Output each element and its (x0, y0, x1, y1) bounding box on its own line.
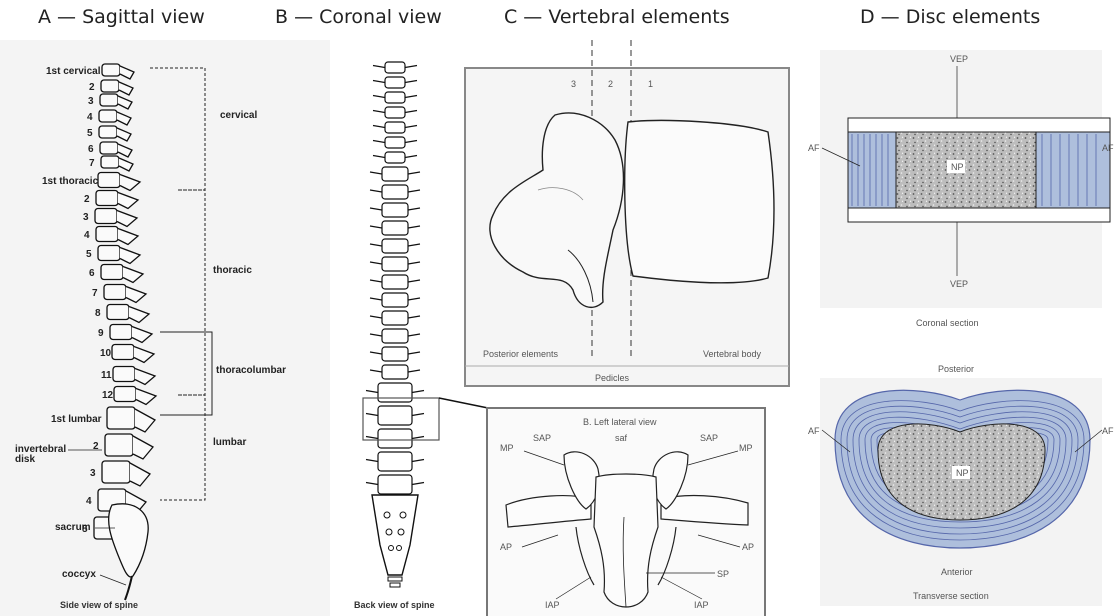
lateral-view-inset: B. Left lateral view SAP SAP MP MP saf T… (486, 407, 766, 616)
iap-right-label: IAP (694, 600, 709, 610)
sap-left-label: SAP (533, 433, 551, 443)
mp-right-label: MP (739, 443, 753, 453)
coronal-np-label: NP (951, 162, 964, 172)
vertebral-elements-diagram: 3 2 1 Posterior elements Vertebral body … (463, 40, 793, 392)
af-transverse-right-label: AF (1102, 426, 1114, 436)
coronal-section-label: Coronal section (916, 318, 979, 328)
posterior-label: Posterior (938, 364, 974, 374)
vep-bottom-label: VEP (950, 279, 968, 289)
transverse-np-label: NP (956, 468, 969, 478)
transverse-section-label: Transverse section (913, 591, 989, 601)
coronal-disc (848, 118, 1110, 222)
af-coronal-left-label: AF (808, 143, 820, 153)
posterior-elements-label: Posterior elements (483, 349, 559, 359)
pedicles-label: Pedicles (595, 373, 630, 383)
sap-right-label: SAP (700, 433, 718, 443)
saf-label: saf (615, 433, 628, 443)
vertebral-body-shape (625, 120, 774, 282)
zone-2-label: 2 (608, 79, 613, 89)
inset-title: B. Left lateral view (583, 417, 657, 427)
af-coronal-right-label: AF (1102, 143, 1114, 153)
vep-top-label: VEP (950, 54, 968, 64)
anterior-label: Anterior (941, 567, 973, 577)
af-transverse-left-label: AF (808, 426, 820, 436)
zone-1-label: 1 (648, 79, 653, 89)
vertebral-body-label: Vertebral body (703, 349, 762, 359)
zone-3-label: 3 (571, 79, 576, 89)
ap-right-label: AP (742, 542, 754, 552)
sp-label: SP (717, 569, 729, 579)
ap-left-label: AP (500, 542, 512, 552)
iap-left-label: IAP (545, 600, 560, 610)
disc-elements-diagram: NP VEP VEP AF AF Coronal section Posteri… (800, 40, 1115, 616)
mp-left-label: MP (500, 443, 514, 453)
